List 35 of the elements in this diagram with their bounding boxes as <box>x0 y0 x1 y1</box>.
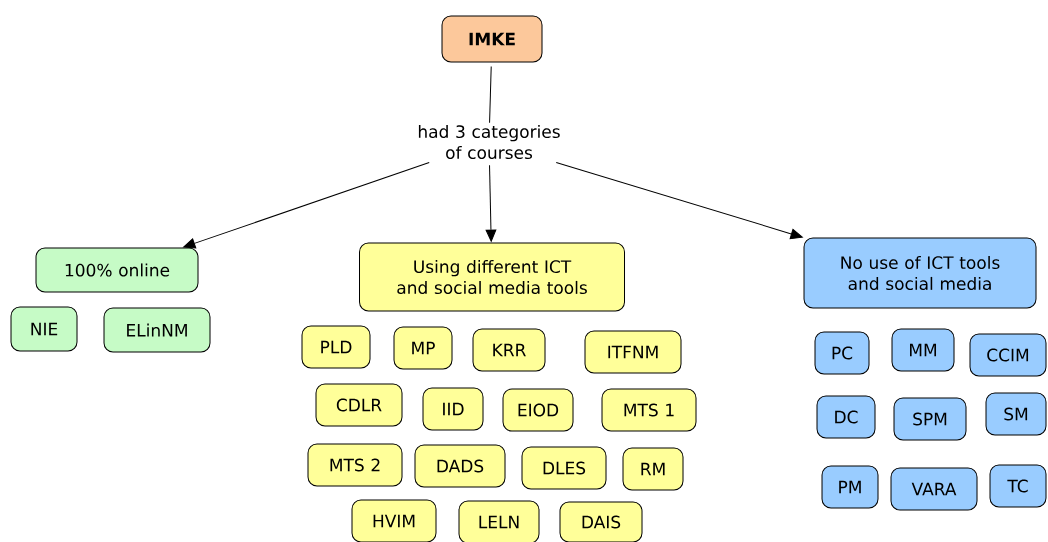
course-box: VARA <box>890 467 978 511</box>
course-box: PLD <box>301 325 371 369</box>
course-box: PC <box>814 331 870 375</box>
course-box: RM <box>622 447 684 491</box>
course-box: NIE <box>10 306 78 352</box>
course-box: MTS 1 <box>601 388 697 432</box>
course-box: CDLR <box>315 383 403 427</box>
category-box: 100% online <box>35 247 199 293</box>
course-box: PM <box>821 465 879 509</box>
course-box: MP <box>393 326 453 370</box>
course-box: SM <box>985 392 1047 436</box>
course-box: DLES <box>521 446 607 490</box>
course-box: EIOD <box>502 388 574 432</box>
category-box: Using different ICT and social media tools <box>359 242 625 312</box>
category-box: No use of ICT tools and social media <box>803 237 1037 309</box>
connector-line <box>489 66 492 124</box>
arrow <box>183 162 430 249</box>
course-box: ITFNM <box>584 330 682 374</box>
course-box: DC <box>816 395 876 439</box>
course-box: HVIM <box>351 499 437 542</box>
title-box: IMKE <box>441 15 543 63</box>
course-box: MTS 2 <box>307 443 403 487</box>
course-box: SPM <box>893 397 967 441</box>
course-box: MM <box>891 328 955 372</box>
course-box: CCIM <box>969 333 1047 377</box>
arrow <box>555 161 803 240</box>
course-box: IID <box>422 387 484 431</box>
course-box: LELN <box>458 500 540 542</box>
arrow <box>485 164 497 242</box>
course-box: TC <box>989 464 1047 508</box>
course-box: DADS <box>414 444 506 488</box>
course-box: KRR <box>472 328 546 372</box>
course-box: ELinNM <box>103 307 211 353</box>
course-box: DAIS <box>559 501 643 542</box>
link-phrase: had 3 categories of courses <box>418 124 560 160</box>
